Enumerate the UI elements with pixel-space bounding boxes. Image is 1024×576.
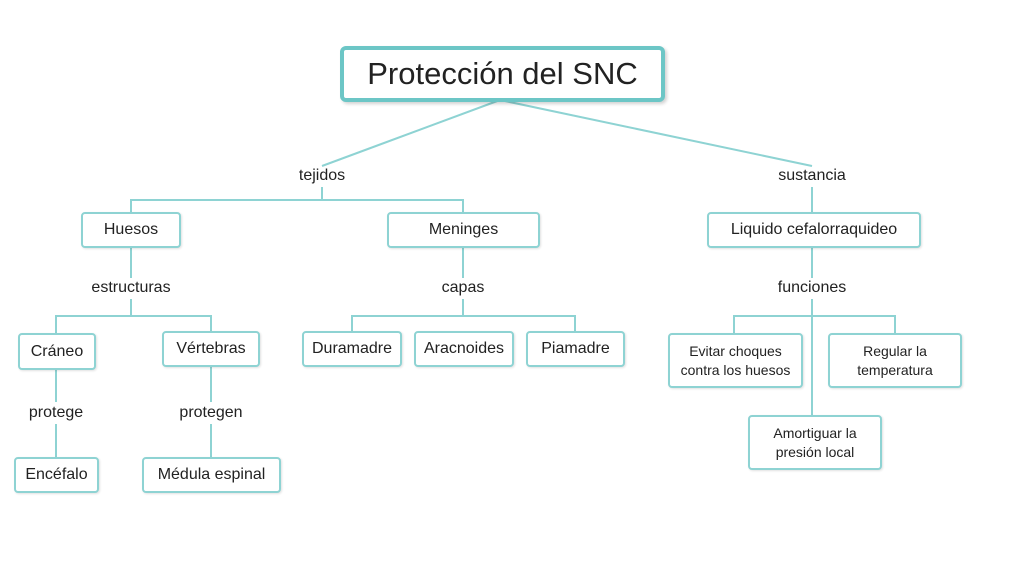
node-evitar-choques: Evitar choques contra los huesos: [668, 333, 803, 388]
link-label-sustancia: sustancia: [775, 167, 849, 185]
link-label-estructuras: estructuras: [88, 279, 174, 297]
link-label-tejidos: tejidos: [295, 167, 349, 185]
node-meninges: Meninges: [387, 212, 540, 248]
node-regular-temperatura-line1: Regular la: [863, 342, 927, 359]
link-label-funciones: funciones: [774, 279, 850, 297]
node-evitar-choques-line2: contra los huesos: [680, 361, 791, 378]
node-medula-espinal: Médula espinal: [142, 457, 281, 493]
title-node: Protección del SNC: [340, 46, 665, 102]
node-amortiguar-presion-line1: Amortiguar la: [773, 424, 857, 441]
node-liquido-cefalorraquideo: Liquido cefalorraquideo: [707, 212, 921, 248]
node-vertebras: Vértebras: [162, 331, 260, 367]
node-evitar-choques-line1: Evitar choques: [689, 342, 782, 359]
node-duramadre: Duramadre: [302, 331, 402, 367]
node-huesos: Huesos: [81, 212, 181, 248]
node-regular-temperatura-line2: temperatura: [857, 361, 933, 378]
node-encefalo: Encéfalo: [14, 457, 99, 493]
node-regular-temperatura: Regular la temperatura: [828, 333, 962, 388]
node-aracnoides: Aracnoides: [414, 331, 514, 367]
link-label-protege: protege: [25, 404, 87, 422]
node-amortiguar-presion-line2: presión local: [775, 443, 855, 460]
link-label-capas: capas: [438, 279, 488, 297]
node-amortiguar-presion: Amortiguar la presión local: [748, 415, 882, 470]
node-craneo: Cráneo: [18, 333, 96, 370]
node-piamadre: Piamadre: [526, 331, 625, 367]
link-label-protegen: protegen: [176, 404, 246, 422]
